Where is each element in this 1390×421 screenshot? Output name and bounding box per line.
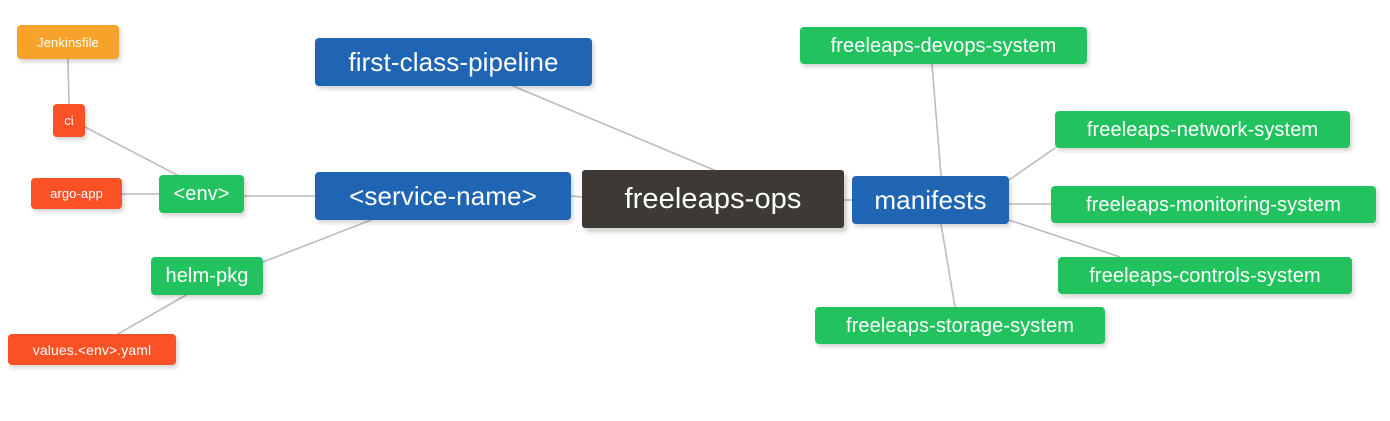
mindmap-node-service-name[interactable]: <service-name>	[315, 172, 571, 220]
mindmap-node-storage-system[interactable]: freeleaps-storage-system	[815, 307, 1105, 344]
edge-helm-pkg-to-service-name	[262, 219, 372, 263]
edge-service-name-to-freeleaps-ops	[570, 195, 583, 198]
mindmap-node-env[interactable]: <env>	[159, 175, 244, 213]
mindmap-node-first-class-pipeline[interactable]: first-class-pipeline	[315, 38, 592, 86]
mindmap-node-helm-pkg[interactable]: helm-pkg	[151, 257, 263, 295]
mindmap-node-network-system[interactable]: freeleaps-network-system	[1055, 111, 1350, 148]
edge-first-class-pipeline-to-freeleaps-ops	[512, 85, 715, 171]
node-label: helm-pkg	[165, 265, 249, 287]
node-label: freeleaps-monitoring-system	[1085, 193, 1341, 216]
mindmap-node-controls-system[interactable]: freeleaps-controls-system	[1058, 257, 1352, 294]
node-label: <env>	[173, 183, 230, 205]
node-label: freeleaps-network-system	[1086, 118, 1319, 141]
node-label: freeleaps-devops-system	[830, 34, 1057, 57]
edge-manifests-to-devops-system	[931, 63, 942, 177]
edge-values-yaml-to-helm-pkg	[117, 294, 187, 335]
node-label: <service-name>	[349, 181, 537, 211]
node-label: Jenkinsfile	[37, 34, 99, 50]
edge-manifests-to-controls-system	[1008, 219, 1121, 258]
node-label: manifests	[874, 185, 987, 215]
mindmap-node-values-yaml[interactable]: values.<env>.yaml	[8, 334, 176, 365]
node-label: freeleaps-storage-system	[845, 314, 1075, 337]
mindmap-node-freeleaps-ops[interactable]: freeleaps-ops	[582, 170, 844, 228]
node-label: freeleaps-controls-system	[1089, 264, 1321, 287]
edge-manifests-to-storage-system	[940, 223, 956, 308]
node-label: values.<env>.yaml	[32, 341, 152, 358]
node-label: first-class-pipeline	[348, 47, 559, 77]
mindmap-node-argo-app[interactable]: argo-app	[31, 178, 122, 209]
node-label: ci	[64, 113, 74, 128]
mindmap-node-monitoring-system[interactable]: freeleaps-monitoring-system	[1051, 186, 1376, 223]
mindmap-node-devops-system[interactable]: freeleaps-devops-system	[800, 27, 1087, 64]
edge-ci-to-env	[84, 126, 184, 179]
mindmap-node-ci[interactable]: ci	[53, 104, 85, 137]
edge-jenkinsfile-to-ci	[67, 58, 70, 105]
mindmap-node-manifests[interactable]: manifests	[852, 176, 1009, 224]
node-label: argo-app	[50, 186, 103, 201]
mindmap-node-jenkinsfile[interactable]: Jenkinsfile	[17, 25, 119, 59]
node-label: freeleaps-ops	[624, 182, 802, 215]
edge-manifests-to-network-system	[1008, 147, 1056, 181]
